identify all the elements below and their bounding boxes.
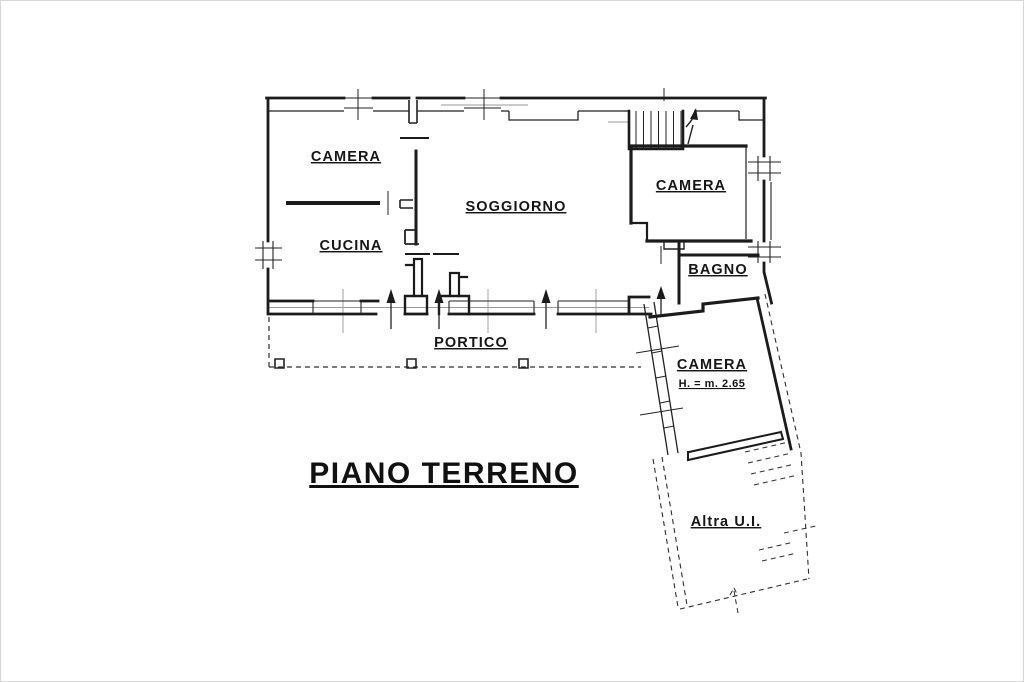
room-label-altra-ui: Altra U.I.: [691, 514, 762, 530]
room-label-cucina: CUCINA: [320, 238, 383, 254]
entrance-arrow-icon: [541, 289, 551, 329]
bagno-walls: [677, 239, 760, 305]
entrance-arrow-icon: [656, 286, 666, 317]
room-note-camera-s-height: H. = m. 2.65: [679, 378, 746, 390]
altra-ui-boundary: [652, 293, 817, 614]
left-wall-window: [255, 241, 282, 269]
room-label-camera-e: CAMERA: [656, 178, 726, 194]
room-label-camera-s: CAMERA: [677, 357, 747, 373]
camera-east-walls: [629, 144, 753, 264]
south-wing-walls: [635, 296, 793, 462]
entrance-arrow-icon: [434, 289, 444, 329]
soggiorno-west-wall: [399, 137, 459, 255]
camera-cucina-partition: [286, 191, 389, 215]
bottom-wall-windows: [312, 300, 630, 314]
right-wall-windows: [748, 156, 781, 263]
staircase: [627, 108, 698, 151]
room-label-camera-nw: CAMERA: [311, 149, 381, 165]
portico-boundary: [268, 317, 641, 369]
entrance-arrow-icon: [386, 289, 396, 329]
outer-walls: [265, 96, 774, 316]
plan-title: PIANO TERRENO: [309, 457, 579, 490]
stair-direction-arrow-icon: [685, 108, 698, 145]
guide-lines: [269, 104, 649, 333]
bottom-wall-pillars: [403, 257, 471, 316]
entrance-arrow-icons: [386, 286, 666, 329]
room-label-portico: PORTICO: [434, 335, 508, 351]
room-label-soggiorno: SOGGIORNO: [466, 199, 567, 215]
top-wall-windows: [344, 88, 665, 120]
room-label-bagno: BAGNO: [688, 262, 747, 278]
